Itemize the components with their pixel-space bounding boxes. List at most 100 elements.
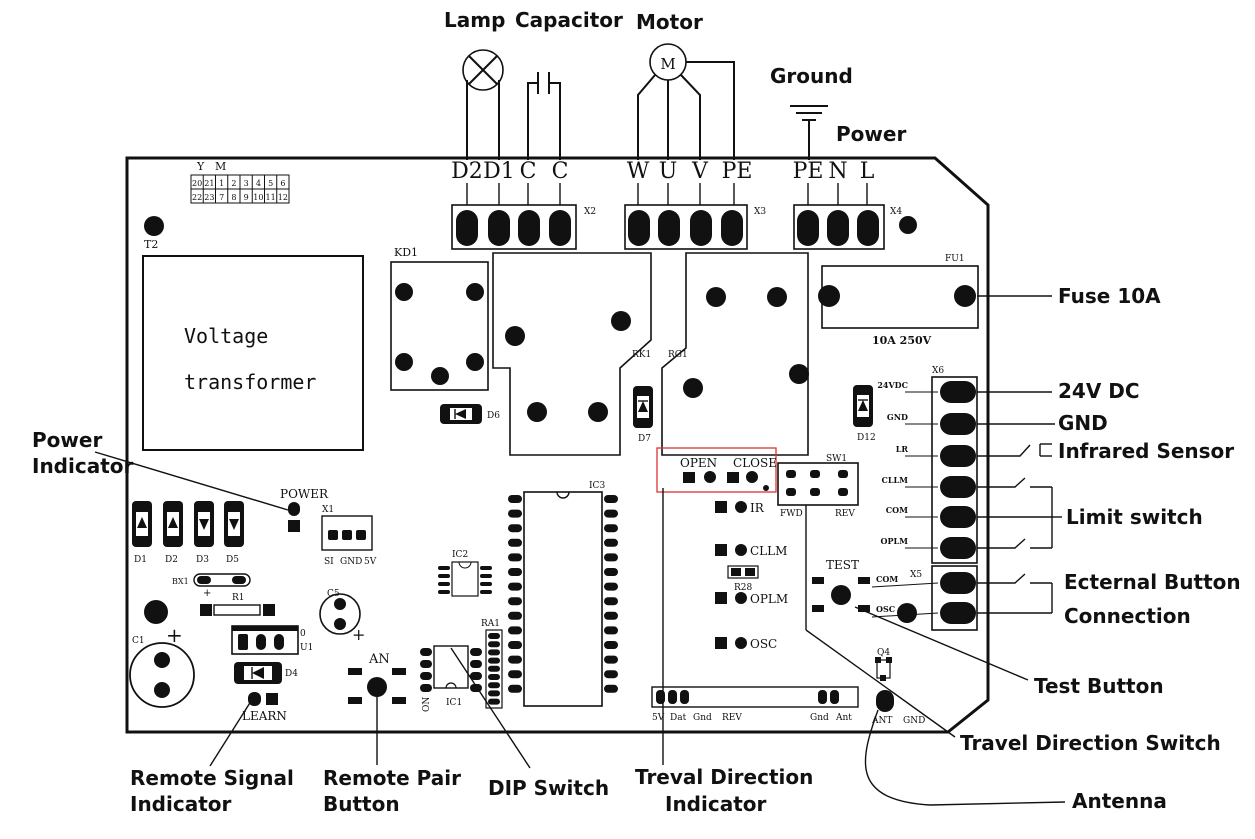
ym-cell-r2: 8 [231, 193, 236, 202]
ground-label: Ground [770, 64, 853, 88]
terminal-leads [466, 183, 868, 205]
ym-cell-r1: 5 [268, 179, 273, 188]
led-pad-round [735, 637, 747, 649]
ic3-pin [508, 655, 522, 664]
connector-x6 [931, 376, 978, 564]
ref-d12: D12 [857, 433, 876, 443]
capacitor-label: Capacitor [515, 8, 623, 32]
callout-treval-1: Treval Direction [635, 765, 813, 789]
callout-external-2: Connection [1064, 604, 1191, 628]
x5-terminal-pin [940, 602, 976, 624]
bottom-header-pins [656, 690, 839, 704]
diode-symbol [137, 517, 147, 528]
fwd-label: FWD [780, 509, 803, 519]
relay-rg1 [661, 252, 809, 456]
diode-label: D3 [196, 555, 209, 565]
ym-cell-r2: 23 [204, 193, 214, 202]
transformer-label-2: transformer [184, 370, 316, 394]
x1-pin-label: 5V [364, 557, 377, 567]
callout-gnd: GND [1058, 411, 1108, 435]
bottom-header-label: Gnd [810, 713, 829, 723]
callout-power-indicator-1: Power [32, 428, 102, 452]
ground-symbol [790, 105, 828, 160]
bottom-header-label: REV [722, 713, 742, 723]
ym-y-label: Y [196, 160, 205, 173]
ic3-pin [508, 670, 522, 679]
x6-pin-label: GND [887, 412, 908, 422]
terminal-block-x4 [793, 204, 885, 250]
mount-hole-t2 [144, 216, 164, 236]
terminal-pe-power: PE [793, 159, 824, 184]
x6-pin-label: 24VDC [877, 380, 908, 390]
dip-switch-ic1[interactable] [420, 645, 482, 692]
ref-rg1: RG1 [668, 350, 688, 360]
terminal-n: N [828, 159, 847, 184]
ref-c1: C1 [132, 636, 145, 646]
ra1-pin [488, 698, 500, 705]
callout-infrared: Infrared Sensor [1058, 439, 1234, 463]
connector-x1 [321, 515, 373, 551]
test-label: TEST [826, 558, 859, 572]
terminal-l: L [860, 159, 875, 184]
ic2-chip [438, 561, 492, 597]
diode-d7 [633, 386, 653, 428]
test-button[interactable] [812, 577, 870, 612]
ic3-pin [604, 524, 618, 533]
ic3-pin [604, 568, 618, 576]
led-pad-round [735, 544, 747, 556]
x6-terminal-pin [940, 537, 976, 559]
ref-u1: U1 [300, 643, 313, 653]
c1-plus: + [166, 623, 183, 647]
ym-m-label: M [215, 160, 226, 173]
travel-direction-switch-sw1[interactable] [777, 462, 859, 506]
close-label: CLOSE [733, 456, 777, 470]
motor-symbol: M [637, 43, 735, 160]
ra1-pin [488, 674, 500, 680]
terminal-w: W [627, 159, 650, 184]
motor-label: Motor [636, 10, 703, 34]
led-pad-round [735, 592, 747, 604]
ic3-chip [523, 491, 603, 707]
power-led-label: POWER [280, 487, 329, 501]
x6-pin-label: OPLM [881, 536, 909, 546]
relay-kd1 [390, 261, 489, 391]
terminal-v: V [691, 159, 709, 184]
ref-q4: Q4 [877, 648, 890, 658]
ref-x1: X1 [322, 505, 334, 515]
diode-d4 [234, 662, 282, 684]
learn-label: LEARN [242, 709, 287, 723]
ic3-pin [604, 538, 618, 547]
ref-ic2: IC2 [452, 550, 468, 560]
ref-r28: R28 [734, 583, 753, 593]
ra1-pin [488, 641, 500, 648]
motor-m-label: M [660, 55, 675, 73]
ref-x5: X5 [910, 570, 922, 580]
capacitor-c1 [129, 642, 195, 708]
ra1-pin [488, 665, 500, 672]
ra1-pin [488, 633, 500, 639]
ic3-pin [508, 509, 522, 518]
remote-pair-button[interactable] [348, 668, 406, 704]
diode-d12 [853, 385, 873, 427]
u1-zero: 0 [300, 629, 306, 639]
rev-label: REV [835, 509, 855, 519]
callout-limit-switch: Limit switch [1066, 505, 1203, 529]
callout-test-button: Test Button [1034, 674, 1164, 698]
ref-bx1: BX1 [172, 577, 189, 586]
callout-24vdc: 24V DC [1058, 379, 1140, 403]
callout-fuse: Fuse 10A [1058, 284, 1161, 308]
x6-terminal-pin [940, 506, 976, 528]
callout-remote-pair-1: Remote Pair [323, 766, 461, 790]
x6-terminal-pin [940, 445, 976, 467]
ym-cell-r1: 4 [256, 179, 261, 188]
regulator-u1 [231, 625, 299, 655]
ref-ra1: RA1 [481, 619, 500, 629]
dip-on-label: ON [422, 697, 432, 712]
terminal-pe-motor: PE [722, 159, 753, 184]
ym-cell-r1: 2 [231, 179, 236, 188]
callout-remote-signal-2: Indicator [130, 792, 232, 816]
open-label: OPEN [680, 456, 717, 470]
capacitor-symbol [527, 72, 561, 160]
terminal-d1: D1 [483, 159, 515, 184]
